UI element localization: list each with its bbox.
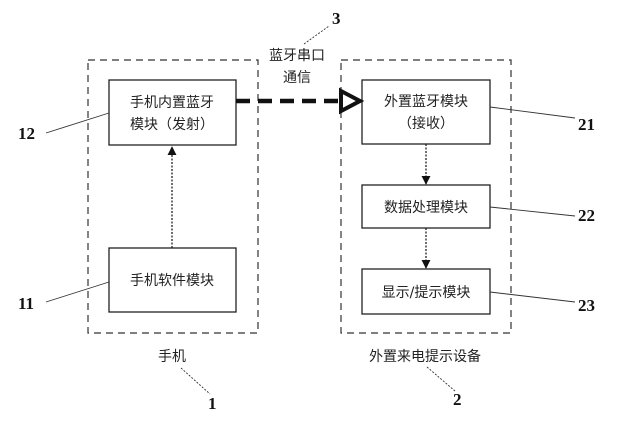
- phone-group-container: [87, 59, 259, 334]
- module-21-line-1: 外置蓝牙模块: [384, 94, 468, 110]
- module-23-display-alert: 显示/提示模块: [361, 268, 491, 315]
- module-12-line-2: 模块（发射）: [130, 117, 214, 133]
- ref-number-23: 23: [578, 296, 595, 315]
- leader-12: [45, 112, 110, 134]
- leader-1: [180, 367, 211, 395]
- ref-number-2: 2: [453, 390, 462, 409]
- module-22-data-processing: 数据处理模块: [361, 184, 491, 229]
- leader-22: [489, 206, 576, 217]
- module-21-external-bluetooth-rx: 外置蓝牙模块 （接收）: [361, 79, 491, 145]
- leader-21: [489, 106, 576, 119]
- leader-2: [426, 366, 456, 392]
- module-11-line-1: 手机软件模块: [130, 273, 214, 289]
- leader-11: [45, 281, 110, 303]
- external-device-group-caption: 外置来电提示设备: [369, 348, 481, 365]
- module-12-line-1: 手机内置蓝牙: [130, 95, 214, 111]
- ref-number-1: 1: [208, 394, 217, 413]
- link-label-line-1: 蓝牙串口: [269, 48, 325, 64]
- bluetooth-link-arrowhead: [339, 87, 365, 115]
- module-12-phone-bluetooth-tx: 手机内置蓝牙 模块（发射）: [108, 79, 237, 146]
- leader-3: [303, 25, 330, 45]
- leader-23: [489, 291, 576, 303]
- module-11-phone-software: 手机软件模块: [108, 247, 237, 313]
- module-23-line-1: 显示/提示模块: [382, 285, 471, 301]
- bluetooth-serial-link: 蓝牙串口 通信: [236, 48, 365, 115]
- module-22-line-1: 数据处理模块: [384, 200, 468, 216]
- ref-number-11: 11: [18, 294, 34, 313]
- ref-number-12: 12: [18, 124, 35, 143]
- module-21-line-2: （接收）: [398, 115, 454, 132]
- link-label-line-2: 通信: [283, 70, 311, 86]
- phone-group-caption: 手机: [158, 349, 186, 365]
- ref-number-21: 21: [578, 115, 595, 134]
- ref-number-3: 3: [332, 9, 341, 28]
- external-device-group-container: [340, 59, 512, 334]
- ref-number-22: 22: [578, 206, 595, 225]
